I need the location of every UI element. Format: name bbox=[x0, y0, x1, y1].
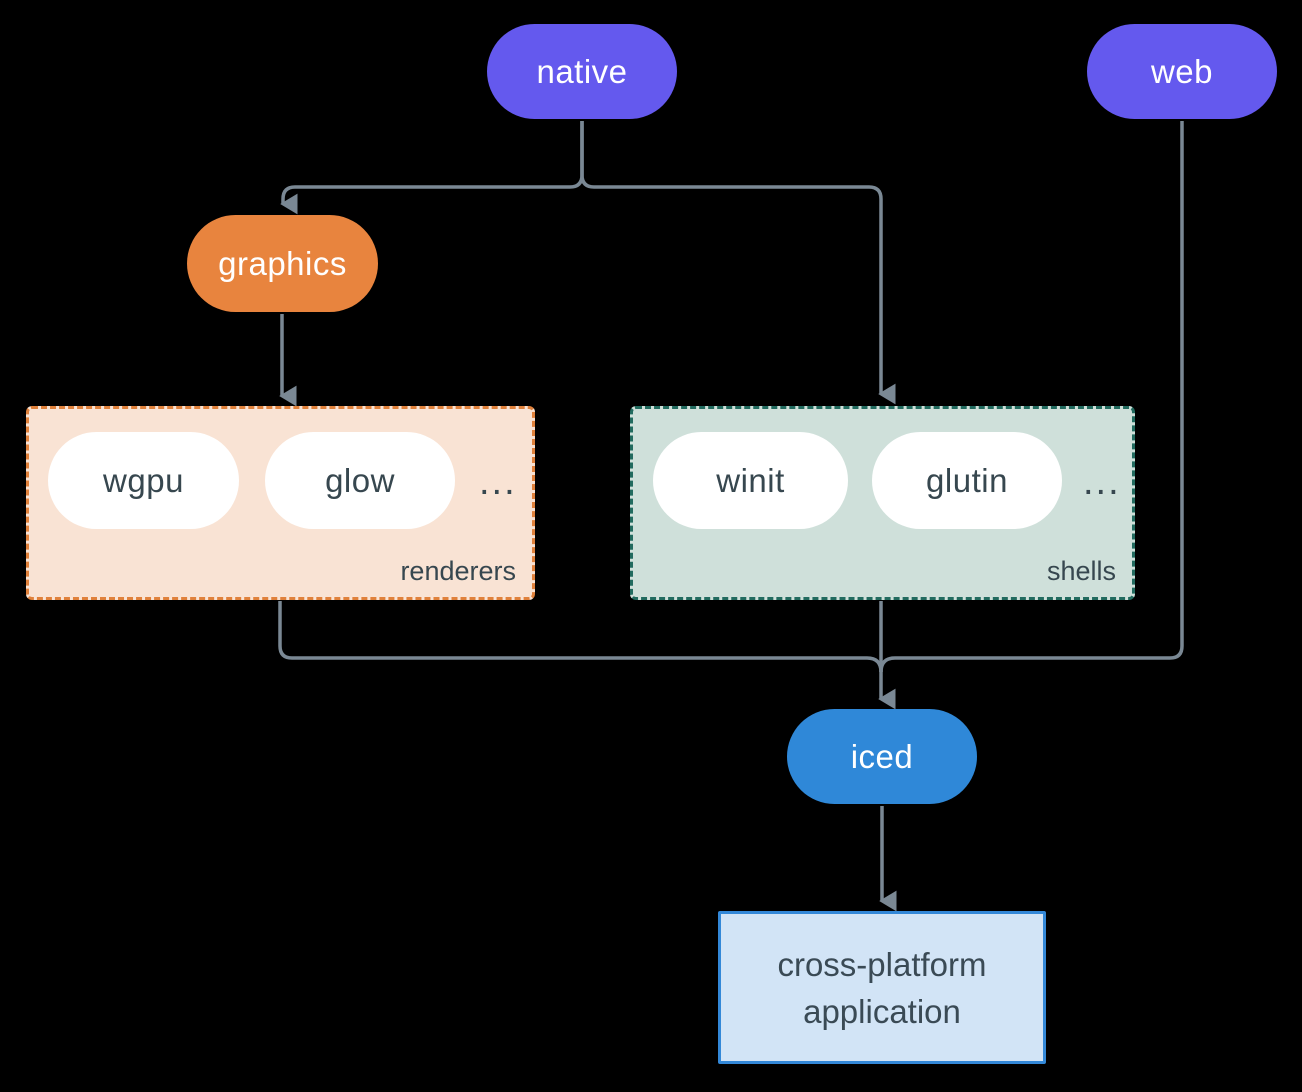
group-renderers: wgpu glow ... renderers bbox=[26, 406, 535, 600]
shells-group-label: shells bbox=[1046, 556, 1116, 586]
node-native-label: native bbox=[536, 52, 628, 90]
node-glow-label: glow bbox=[325, 461, 395, 499]
connector-renderers-merge bbox=[278, 601, 883, 673]
node-cross-platform-application: cross-platform application bbox=[718, 911, 1046, 1064]
node-web-label: web bbox=[1150, 52, 1214, 90]
shells-ellipsis: ... bbox=[1083, 461, 1121, 503]
node-graphics-label: graphics bbox=[218, 244, 347, 282]
node-graphics: graphics bbox=[187, 215, 378, 312]
node-winit-label: winit bbox=[716, 461, 785, 499]
node-wgpu: wgpu bbox=[48, 432, 239, 529]
node-winit: winit bbox=[653, 432, 848, 529]
node-iced-label: iced bbox=[850, 737, 914, 775]
node-glutin: glutin bbox=[872, 432, 1062, 529]
node-glutin-label: glutin bbox=[926, 461, 1008, 499]
connector-native-shells bbox=[580, 121, 896, 405]
renderers-ellipsis: ... bbox=[479, 461, 517, 503]
renderers-group-label: renderers bbox=[400, 556, 516, 586]
node-iced: iced bbox=[787, 709, 977, 804]
node-glow: glow bbox=[265, 432, 455, 529]
group-shells: winit glutin ... shells bbox=[630, 406, 1135, 600]
node-wgpu-label: wgpu bbox=[103, 461, 184, 499]
node-application-label: cross-platform application bbox=[777, 945, 987, 1030]
node-native: native bbox=[487, 24, 677, 119]
node-web: web bbox=[1087, 24, 1277, 119]
connector-native-graphics bbox=[280, 121, 584, 215]
